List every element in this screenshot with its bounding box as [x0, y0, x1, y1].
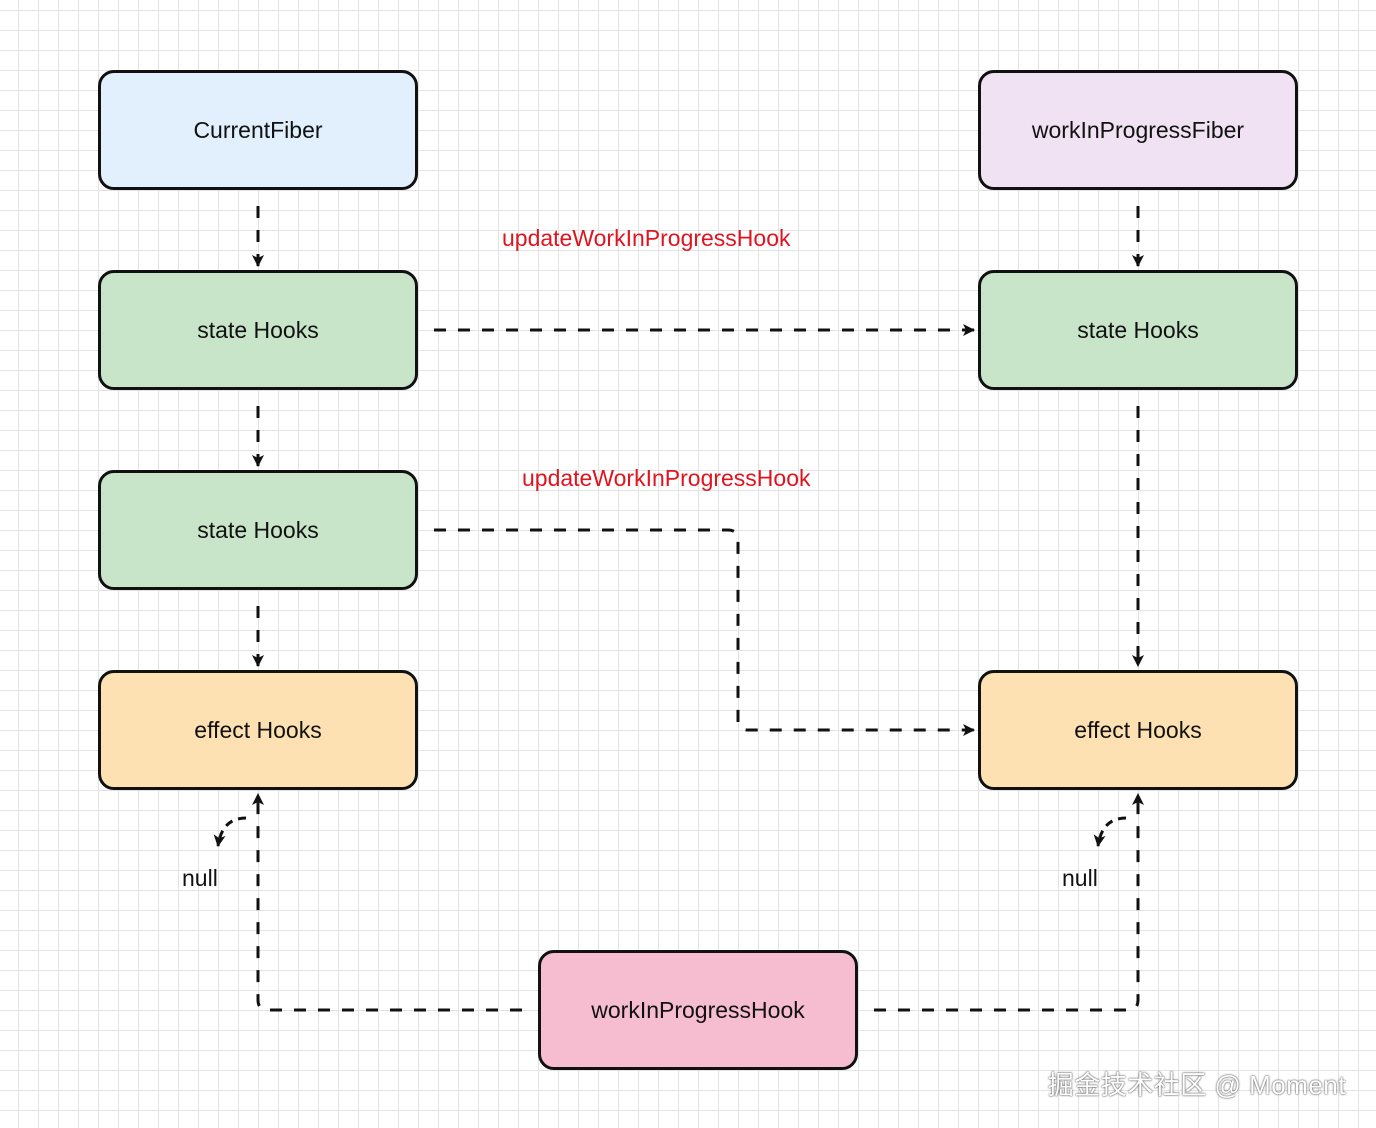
right-state-hooks-label: state Hooks [1077, 316, 1199, 343]
left-state-hooks-node-1: state Hooks [98, 270, 418, 390]
wip-fiber-node: workInProgressFiber [978, 70, 1298, 190]
edge-wip-hook-to-right-effect [874, 793, 1144, 1012]
edge-right-effect-to-null [1093, 816, 1127, 847]
current-fiber-label: CurrentFiber [193, 116, 323, 143]
left-state-hooks-1-label: state Hooks [197, 316, 319, 343]
left-state-hooks-node-2: state Hooks [98, 470, 418, 590]
wip-hook-label: workInProgressHook [591, 996, 805, 1023]
null-label-left: null [182, 865, 218, 891]
right-effect-hooks-node: effect Hooks [978, 670, 1298, 790]
left-effect-hooks-label: effect Hooks [194, 716, 322, 743]
right-effect-hooks-label: effect Hooks [1074, 716, 1202, 743]
edge-left-effect-to-null [213, 816, 247, 847]
wip-hook-node: workInProgressHook [538, 950, 858, 1070]
edge-update-effect-hooks [434, 528, 975, 736]
right-state-hooks-node: state Hooks [978, 270, 1298, 390]
left-effect-hooks-node: effect Hooks [98, 670, 418, 790]
watermark: 掘金技术社区 @ Moment [1047, 1070, 1346, 1100]
current-fiber-node: CurrentFiber [98, 70, 418, 190]
left-state-hooks-2-label: state Hooks [197, 516, 319, 543]
update-wip-hook-label-1: updateWorkInProgressHook [502, 225, 791, 251]
null-label-right: null [1062, 865, 1098, 891]
edge-wip-hook-to-left-effect [252, 793, 522, 1012]
wip-fiber-label: workInProgressFiber [1031, 116, 1245, 143]
update-wip-hook-label-2: updateWorkInProgressHook [522, 465, 811, 491]
